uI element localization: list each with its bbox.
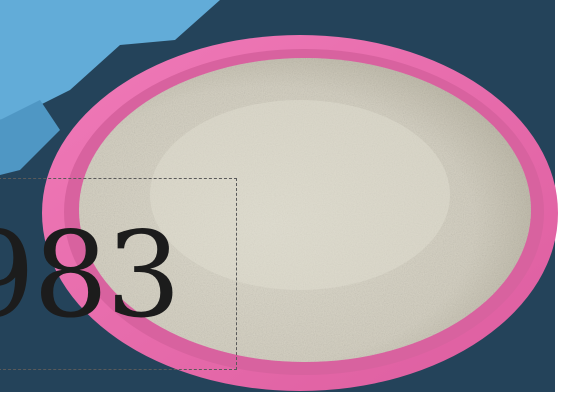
dashed-overlay-box: [0, 178, 237, 370]
powder-highlight: [150, 100, 450, 290]
backdrop-highlight: [0, 0, 220, 120]
image-margin: [555, 0, 569, 403]
powder-mound: [79, 58, 531, 362]
overlay-number: 983: [0, 206, 181, 344]
image-margin: [0, 392, 569, 403]
backdrop-highlight: [0, 100, 60, 175]
